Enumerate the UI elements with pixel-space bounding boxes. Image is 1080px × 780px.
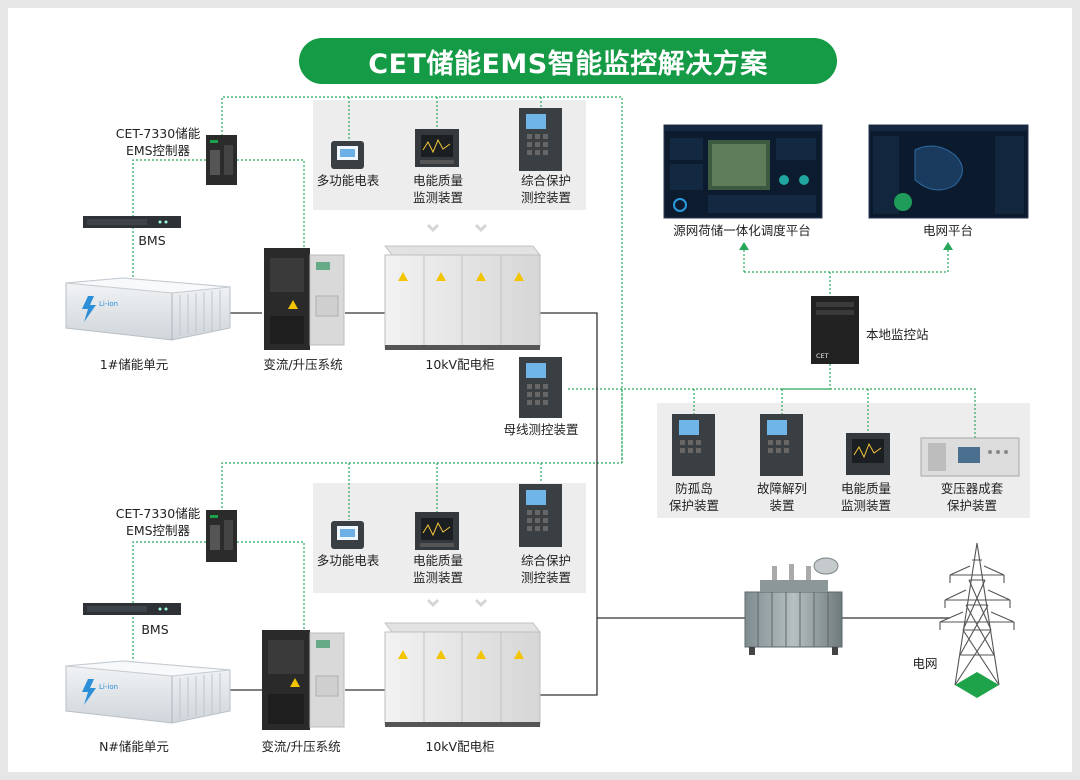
device-label-relay-2: 综合保护测控装置 bbox=[520, 553, 572, 585]
converter-cabinet-icon bbox=[262, 630, 345, 730]
bms-icon bbox=[83, 603, 181, 615]
converter-cabinet-icon bbox=[264, 248, 345, 350]
multifunction-meter-icon bbox=[331, 521, 364, 549]
communication-links bbox=[132, 96, 976, 662]
device-label-pq-2: 电能质量监测装置 bbox=[412, 553, 464, 585]
power-quality-monitor-icon bbox=[415, 129, 459, 167]
transformer-protection-icon bbox=[920, 437, 1020, 477]
dispatch-platform-screen bbox=[663, 124, 823, 219]
storage-unit-label-2: N#储能单元 bbox=[99, 739, 169, 754]
multifunction-meter-icon bbox=[331, 141, 364, 169]
grid-device-label-fault-splitting: 故障解列装置 bbox=[756, 481, 808, 513]
grid-device-label-pq: 电能质量监测装置 bbox=[840, 481, 892, 513]
storage-unit-icon: Li-ion bbox=[65, 277, 231, 341]
pylon-base-icon bbox=[955, 672, 999, 698]
svg-text:CET: CET bbox=[816, 352, 829, 360]
power-quality-monitor-icon bbox=[846, 433, 890, 475]
transformer-icon bbox=[744, 557, 843, 655]
device-label-relay-1: 综合保护测控装置 bbox=[520, 173, 572, 205]
storage-unit-label-1: 1#储能单元 bbox=[99, 357, 169, 372]
power-quality-monitor-icon bbox=[415, 512, 459, 550]
bus-monitor-label: 母线测控装置 bbox=[503, 422, 579, 437]
converter-label-1: 变流/升压系统 bbox=[263, 357, 343, 372]
grid-platform-screen bbox=[868, 124, 1029, 219]
anti-islanding-relay-icon bbox=[672, 414, 715, 476]
protection-relay-icon bbox=[519, 484, 562, 547]
grid-device-label-anti-islanding: 防孤岛保护装置 bbox=[668, 481, 720, 513]
ems-controller-icon bbox=[206, 510, 237, 562]
protection-relay-icon bbox=[519, 108, 562, 171]
grid-label: 电网 bbox=[912, 656, 938, 671]
chevron-icons bbox=[426, 223, 488, 608]
arrowheads bbox=[739, 242, 953, 250]
svg-text:Li-ion: Li-ion bbox=[99, 300, 118, 308]
bms-icon bbox=[83, 216, 181, 228]
device-label-pq-1: 电能质量监测装置 bbox=[412, 173, 464, 205]
dispatch-platform-label: 源网荷储一体化调度平台 bbox=[673, 223, 811, 238]
device-label-meter-1: 多功能电表 bbox=[316, 173, 380, 188]
cabinet-label-1: 10kV配电柜 bbox=[425, 357, 495, 372]
local-station-label: 本地监控站 bbox=[866, 327, 929, 342]
fault-splitting-relay-icon bbox=[760, 414, 803, 476]
page-title: CET储能EMS智能监控解决方案 bbox=[299, 38, 837, 84]
power-lines bbox=[228, 312, 950, 696]
storage-unit-icon: Li-ion bbox=[65, 660, 231, 724]
bus-monitor-relay-icon bbox=[519, 357, 562, 418]
switchgear-cabinet-icon bbox=[383, 622, 542, 727]
local-monitor-station-icon: CET bbox=[811, 296, 859, 364]
grid-platform-label: 电网平台 bbox=[922, 223, 974, 238]
converter-label-2: 变流/升压系统 bbox=[261, 739, 341, 754]
power-pylon-icon bbox=[939, 542, 1015, 686]
bms-label-1: BMS bbox=[138, 233, 166, 248]
svg-text:Li-ion: Li-ion bbox=[99, 683, 118, 691]
bms-label-2: BMS bbox=[141, 622, 169, 637]
cabinet-label-2: 10kV配电柜 bbox=[425, 739, 495, 754]
switchgear-cabinet-icon bbox=[383, 245, 542, 350]
comm-trunk-top-1 bbox=[221, 96, 623, 463]
device-label-meter-2: 多功能电表 bbox=[316, 553, 380, 568]
ems-controller-icon bbox=[206, 135, 237, 185]
grid-device-label-transformer: 变压器成套保护装置 bbox=[940, 481, 1004, 513]
